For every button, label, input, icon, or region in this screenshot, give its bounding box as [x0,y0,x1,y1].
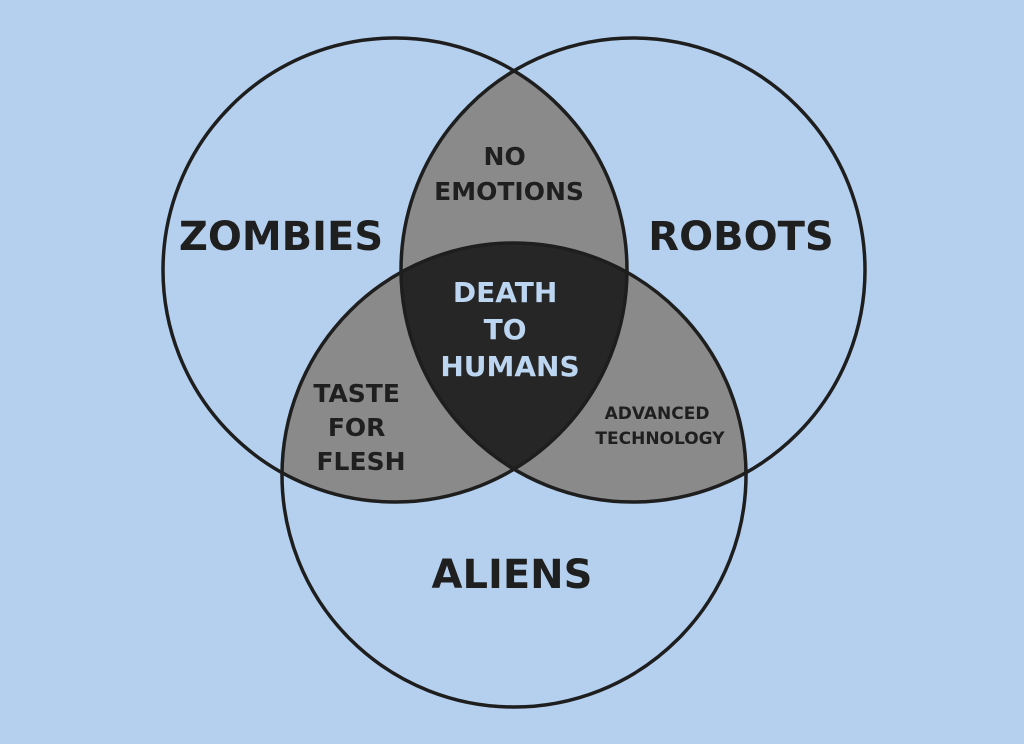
aliens-circle [280,241,748,709]
zombies-label: ZOMBIES [179,214,383,260]
aliens-label: ALIENS [432,552,593,598]
advanced-technology-label: ADVANCED TECHNOLOGY [595,404,725,449]
taste-for-flesh-label: TASTE FOR FLESH [313,379,408,476]
death-to-humans-label: DEATH TO HUMANS [440,276,579,383]
robots-label: ROBOTS [648,214,833,260]
zombies-circle [161,36,629,504]
robots-circle [399,36,867,504]
no-emotions-label: NO EMOTIONS [434,142,584,206]
